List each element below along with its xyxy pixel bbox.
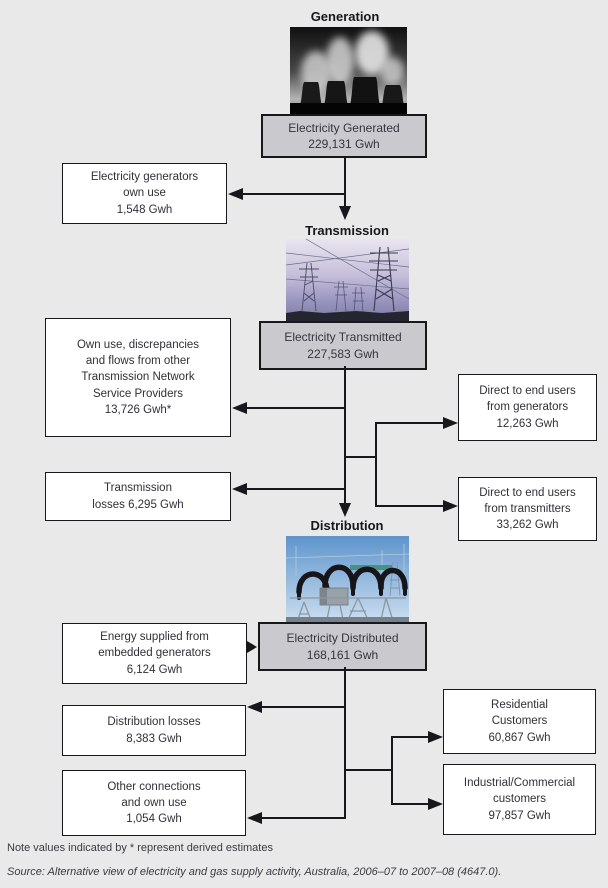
connector-line: [344, 667, 346, 819]
arrowhead-right-icon: [428, 731, 443, 743]
flow-line: Direct to end users: [479, 385, 576, 398]
flow-line: Energy supplied from: [100, 631, 209, 644]
flow-line: Other connections: [107, 780, 201, 793]
flow-line: 12,263 Gwh: [496, 417, 559, 430]
flow-line: Industrial/Commercial: [463, 777, 576, 790]
arrowhead-right-icon: [428, 798, 443, 810]
flow-line: and own use: [121, 796, 187, 809]
flow-line: 6,124 Gwh: [126, 663, 183, 676]
connector-line: [391, 736, 428, 738]
connector-line: [246, 488, 345, 490]
box-transmission-losses: Transmission losses 6,295 Gwh: [45, 472, 231, 521]
box-other-connections: Other connections and own use 1,054 Gwh: [62, 770, 246, 836]
flow-line: own use: [123, 187, 166, 200]
flow-line: 60,867 Gwh: [488, 731, 551, 744]
box-electricity-transmitted: Electricity Transmitted 227,583 Gwh: [259, 321, 427, 370]
flow-line: from transmitters: [484, 502, 571, 515]
arrowhead-down-icon: [339, 206, 351, 220]
flow-line: embedded generators: [98, 647, 211, 660]
stage-title-distribution: Distribution: [310, 518, 384, 533]
arrowhead-down-icon: [339, 503, 351, 517]
flow-line: 8,383 Gwh: [126, 732, 182, 745]
connector-line: [246, 407, 345, 409]
flow-line: Electricity generators: [90, 171, 199, 184]
box-tnsp-own-use: Own use, discrepancies and flows from ot…: [45, 318, 231, 437]
flow-line: 1,548 Gwh: [116, 203, 173, 216]
connector-line: [261, 817, 345, 819]
box-direct-from-transmitters: Direct to end users from transmitters 33…: [458, 477, 597, 541]
box-electricity-distributed: Electricity Distributed 168,161 Gwh: [258, 622, 427, 671]
flow-line: and flows from other: [85, 355, 191, 368]
connector-line: [345, 769, 393, 771]
arrowhead-left-icon: [228, 188, 243, 200]
arrowhead-left-icon: [247, 812, 262, 824]
flow-line: Transmission: [104, 482, 172, 495]
box-value: 168,161 Gwh: [306, 647, 379, 662]
arrowhead-left-icon: [232, 483, 247, 495]
connector-line: [391, 736, 393, 805]
flow-line: customers: [492, 793, 547, 806]
stage-title-generation: Generation: [310, 9, 380, 24]
transmission-towers-photo: [286, 239, 409, 322]
flow-line: 1,054 Gwh: [126, 813, 182, 826]
box-title: Electricity Distributed: [286, 631, 399, 646]
flow-line: from generators: [486, 401, 569, 414]
box-residential-customers: Residential Customers 60,867 Gwh: [443, 689, 596, 754]
connector-line: [345, 456, 377, 458]
arrowhead-right-icon: [443, 417, 458, 429]
box-title: Electricity Transmitted: [284, 330, 402, 345]
box-industrial-customers: Industrial/Commercial customers 97,857 G…: [443, 764, 596, 835]
box-generators-own-use: Electricity generators own use 1,548 Gwh: [62, 163, 227, 224]
flow-line: Own use, discrepancies: [76, 339, 200, 352]
cooling-towers-photo: [290, 27, 407, 115]
connector-line: [242, 193, 345, 195]
footnote: Note values indicated by * represent der…: [7, 842, 273, 854]
box-value: 229,131 Gwh: [308, 137, 380, 151]
connector-line: [375, 422, 377, 507]
box-embedded-generators: Energy supplied from embedded generators…: [62, 623, 247, 684]
flow-line: Distribution losses: [107, 716, 201, 729]
connector-line: [375, 505, 443, 507]
flow-line: Direct to end users: [479, 486, 576, 499]
box-value: 227,583 Gwh: [307, 346, 379, 361]
source-citation: Source: Alternative view of electricity …: [7, 866, 502, 878]
box-direct-from-generators: Direct to end users from generators 12,2…: [458, 374, 597, 441]
arrowhead-left-icon: [232, 402, 247, 414]
arrowhead-left-icon: [247, 701, 262, 713]
connector-line: [375, 422, 443, 424]
box-distribution-losses: Distribution losses 8,383 Gwh: [62, 705, 246, 756]
arrowhead-right-icon: [443, 500, 458, 512]
connector-line: [261, 706, 345, 708]
flow-line: Customers: [491, 715, 548, 728]
arrowhead-right-icon: [247, 641, 257, 653]
flow-line: Residential: [491, 699, 548, 712]
flow-line: 33,262 Gwh: [496, 519, 559, 532]
substation-photo: [286, 536, 409, 625]
connector-line: [391, 803, 428, 805]
stage-title-transmission: Transmission: [305, 223, 389, 238]
box-title: Electricity Generated: [288, 120, 400, 135]
flow-line: 13,726 Gwh*: [104, 403, 172, 416]
box-electricity-generated: Electricity Generated 229,131 Gwh: [261, 114, 427, 158]
connector-line: [344, 366, 346, 503]
connector-line: [344, 156, 346, 206]
flow-line: Service Providers: [92, 387, 184, 400]
flow-line: losses 6,295 Gwh: [92, 498, 184, 511]
flow-line: 97,857 Gwh: [488, 809, 551, 822]
flow-line: Transmission Network: [81, 371, 195, 384]
